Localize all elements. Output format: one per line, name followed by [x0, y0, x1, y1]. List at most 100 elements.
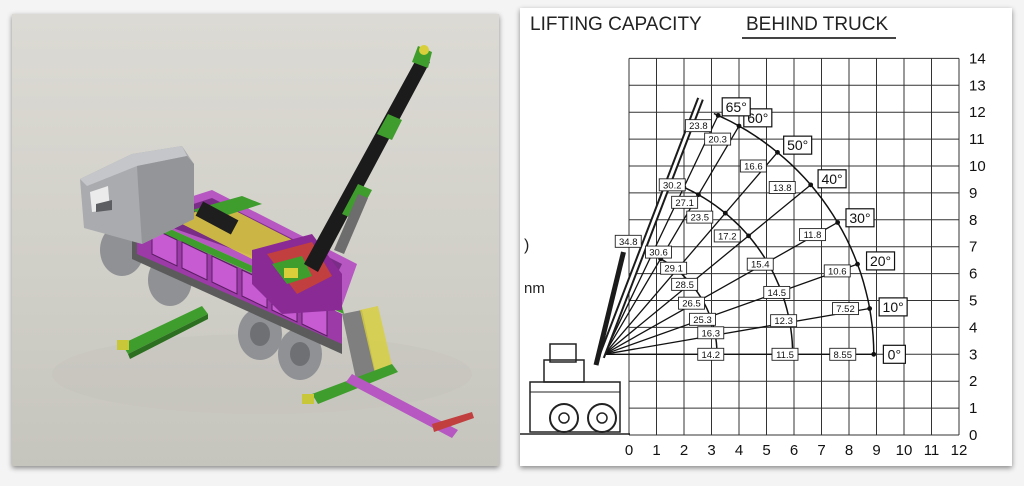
x-tick-label: 4 [735, 442, 743, 459]
intersection-dot [808, 182, 814, 188]
angle-label: 30° [849, 210, 870, 226]
y-tick-label: 10 [969, 158, 986, 175]
intersection-dot [855, 261, 860, 267]
capacity-label: 16.3 [702, 328, 721, 339]
capacity-label-box [771, 347, 799, 361]
x-tick-label: 8 [845, 442, 853, 459]
x-tick-label: 0 [625, 442, 633, 459]
angle-label-box [878, 297, 908, 317]
capacity-label-box [671, 195, 699, 209]
capacity-label: 26.5 [682, 299, 701, 310]
y-tick-label: 2 [969, 373, 977, 390]
y-tick-label: 5 [969, 293, 977, 310]
capacity-label-box [678, 296, 705, 310]
y-tick-label: 7 [969, 239, 977, 256]
capacity-label-box [770, 314, 798, 328]
capacity-label-box [671, 277, 699, 291]
capacity-label: 28.5 [675, 280, 694, 291]
y-tick-label: 14 [969, 50, 986, 67]
capacity-label: 10.6 [828, 266, 847, 277]
x-tick-label: 5 [762, 442, 770, 459]
truck-outline [520, 343, 630, 435]
capacity-label-box [658, 178, 686, 192]
capacity-label: 30.6 [649, 248, 668, 259]
y-tick-label: 8 [969, 212, 977, 229]
angle-ray [603, 151, 778, 355]
capacity-label-box [645, 245, 672, 259]
angle-ray [604, 263, 858, 355]
capacity-label: 7.52 [836, 304, 855, 315]
capacity-label: 27.1 [675, 198, 694, 209]
chart-title-right: BEHIND TRUCK [746, 14, 888, 35]
capacity-label-box [697, 347, 725, 361]
angle-ray [603, 221, 838, 355]
capacity-label-box [660, 261, 688, 275]
y-tick-label: 12 [969, 104, 986, 121]
outrigger-left [117, 306, 208, 359]
capacity-label-box [763, 285, 791, 299]
intersection-dot [746, 233, 751, 239]
cut-label-paren: ) [524, 237, 529, 254]
capacity-label: 16.6 [744, 162, 763, 173]
angle-ray [604, 307, 870, 355]
y-tick-label: 0 [969, 427, 977, 444]
capacity-label: 30.2 [663, 180, 682, 191]
x-tick-label: 2 [680, 442, 688, 459]
intersection-dot [871, 351, 877, 357]
angle-label: 60° [747, 110, 768, 126]
intersection-dot [722, 210, 728, 216]
cut-label-nm: nm [524, 280, 545, 297]
x-tick-label: 3 [707, 442, 715, 459]
intersection-dot [775, 149, 780, 155]
intersection-dot [736, 123, 742, 129]
capacity-label: 20.3 [708, 135, 727, 146]
x-tick-label: 7 [817, 442, 825, 459]
angle-labels: 0°10°20°30°40°50°60°65° [721, 97, 908, 364]
capacity-label-box [739, 159, 767, 173]
angle-label: 20° [870, 253, 891, 269]
y-tick-label: 1 [969, 400, 977, 417]
x-tick-label: 12 [951, 442, 968, 459]
capacity-label-box [829, 347, 857, 361]
angle-label: 40° [821, 171, 842, 187]
capacity-label: 23.8 [689, 121, 708, 132]
y-tick-label: 13 [969, 77, 986, 94]
wheels [100, 224, 322, 380]
angle-label: 50° [787, 137, 808, 153]
boom-silhouette [593, 97, 704, 366]
x-tick-label: 6 [790, 442, 798, 459]
capacity-label: 25.3 [693, 315, 712, 326]
radius-arc [713, 112, 875, 355]
capacity-label-box [689, 312, 716, 326]
capacity-label: 23.5 [691, 213, 710, 224]
angle-label-box [817, 169, 847, 189]
capacity-label: 12.3 [774, 316, 793, 327]
x-tick-label: 1 [652, 442, 660, 459]
capacity-label-box [686, 210, 714, 224]
capacity-label-box [768, 181, 796, 194]
boom-cylinder [593, 251, 626, 366]
capacity-label: 29.1 [664, 264, 683, 275]
capacity-label-box [713, 229, 741, 243]
x-tick-label: 9 [872, 442, 880, 459]
cad-render-panel [12, 14, 499, 466]
angle-ray [603, 125, 740, 355]
angle-ray [603, 184, 812, 355]
crane-boom [304, 45, 432, 272]
capacity-label-box [697, 326, 725, 340]
boom-inner [600, 98, 702, 358]
angle-label-box [865, 251, 896, 271]
angle-label-box [783, 135, 813, 155]
capacity-label-box [704, 132, 732, 146]
capacity-label-box [799, 228, 826, 242]
intersection-dot [835, 220, 841, 225]
angle-ray [603, 115, 719, 355]
intersection-dot [715, 112, 721, 118]
capacity-label: 14.5 [768, 288, 787, 299]
truck-cad-illustration [52, 45, 474, 438]
angle-label-box [721, 97, 751, 117]
